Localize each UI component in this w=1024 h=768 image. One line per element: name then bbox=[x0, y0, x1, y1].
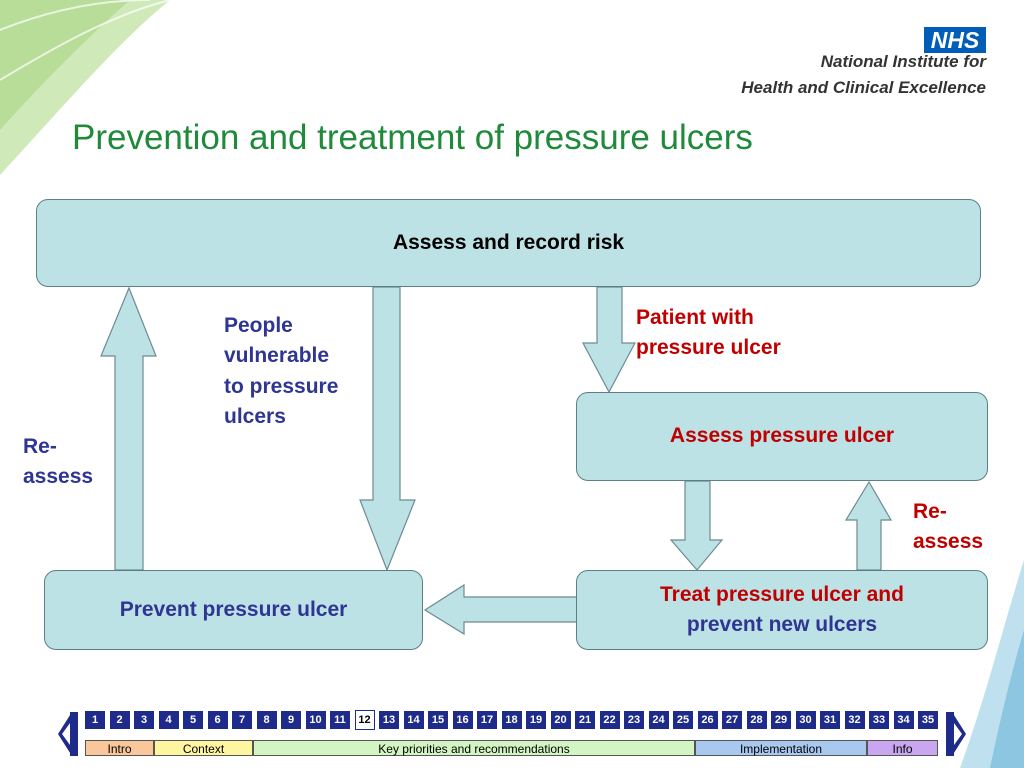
people-vulnerable-line1: People bbox=[224, 314, 293, 337]
page-button-10[interactable]: 10 bbox=[305, 711, 326, 729]
page-button-32[interactable]: 32 bbox=[844, 711, 865, 729]
section-intro[interactable]: Intro bbox=[85, 740, 154, 756]
page-button-30[interactable]: 30 bbox=[795, 711, 816, 729]
page-button-27[interactable]: 27 bbox=[722, 711, 742, 729]
page-button-34[interactable]: 34 bbox=[893, 711, 914, 729]
patient-with-line1: Patient with bbox=[636, 306, 754, 329]
page-button-31[interactable]: 31 bbox=[820, 711, 840, 729]
people-vulnerable-line3: to pressure bbox=[224, 374, 339, 398]
arrow-down-vulnerable bbox=[359, 286, 416, 572]
prevent-ulcer-box: Prevent pressure ulcer bbox=[44, 570, 423, 650]
reassess-right-label: Re- assess bbox=[913, 497, 983, 558]
page-button-26[interactable]: 26 bbox=[697, 711, 718, 729]
treat-ulcer-line2: prevent new ulcers bbox=[686, 613, 878, 636]
patient-with-ulcer-label: Patient with pressure ulcer bbox=[636, 303, 781, 364]
people-vulnerable-line4: ulcers bbox=[224, 405, 286, 429]
page-button-23[interactable]: 23 bbox=[624, 711, 644, 729]
page-button-7[interactable]: 7 bbox=[232, 711, 252, 729]
treat-ulcer-box: Treat pressure ulcer and prevent new ulc… bbox=[576, 570, 988, 650]
prevent-ulcer-label: Prevent pressure ulcer bbox=[119, 597, 348, 621]
page-button-33[interactable]: 33 bbox=[869, 711, 889, 729]
section-implementation[interactable]: Implementation bbox=[695, 740, 867, 756]
people-vulnerable-line2: vulnerable bbox=[224, 344, 330, 368]
page-button-21[interactable]: 21 bbox=[575, 711, 595, 729]
assess-ulcer-label: Assess pressure ulcer bbox=[669, 424, 895, 448]
arrow-up-left bbox=[100, 286, 157, 571]
reassess-right-line2: assess bbox=[913, 530, 984, 554]
page-button-5[interactable]: 5 bbox=[183, 711, 203, 729]
section-info[interactable]: Info bbox=[867, 740, 938, 756]
page-button-14[interactable]: 14 bbox=[403, 711, 424, 729]
people-vulnerable-label: People vulnerable to pressure ulcers bbox=[224, 311, 338, 433]
page-button-18[interactable]: 18 bbox=[501, 711, 522, 729]
page-button-28[interactable]: 28 bbox=[746, 711, 767, 729]
page-button-6[interactable]: 6 bbox=[207, 711, 228, 729]
assess-risk-label: Assess and record risk bbox=[392, 230, 625, 254]
page-button-4[interactable]: 4 bbox=[158, 711, 179, 729]
reassess-right-line1: Re- bbox=[913, 500, 947, 523]
chevron-right-icon[interactable] bbox=[944, 712, 966, 756]
org-name-line1: National Institute for bbox=[820, 52, 986, 71]
page-button-3[interactable]: 3 bbox=[134, 711, 154, 729]
page-button-19[interactable]: 19 bbox=[526, 711, 546, 729]
treat-ulcer-line1: Treat pressure ulcer and bbox=[660, 582, 904, 606]
page-button-15[interactable]: 15 bbox=[428, 711, 448, 729]
arrow-down-treat bbox=[669, 480, 724, 571]
chevron-left-icon[interactable] bbox=[58, 712, 80, 756]
page-button-13[interactable]: 13 bbox=[379, 711, 399, 729]
assess-ulcer-box: Assess pressure ulcer bbox=[576, 392, 988, 481]
arrow-up-right bbox=[844, 480, 893, 571]
section-key-priorities-and-recommendations[interactable]: Key priorities and recommendations bbox=[253, 740, 695, 756]
page-button-12[interactable]: 12 bbox=[354, 710, 375, 730]
page-button-24[interactable]: 24 bbox=[648, 711, 669, 729]
page-button-8[interactable]: 8 bbox=[256, 711, 277, 729]
arrow-left-prevent bbox=[423, 583, 578, 636]
page-button-9[interactable]: 9 bbox=[281, 711, 301, 729]
assess-risk-box: Assess and record risk bbox=[36, 199, 981, 287]
page-button-11[interactable]: 11 bbox=[330, 711, 350, 729]
page-button-17[interactable]: 17 bbox=[477, 711, 497, 729]
page-title: Prevention and treatment of pressure ulc… bbox=[72, 118, 753, 157]
section-context[interactable]: Context bbox=[154, 740, 253, 756]
page-button-16[interactable]: 16 bbox=[452, 711, 473, 729]
page-button-25[interactable]: 25 bbox=[673, 711, 693, 729]
page-button-1[interactable]: 1 bbox=[85, 711, 105, 729]
page-button-29[interactable]: 29 bbox=[771, 711, 791, 729]
reassess-left-line1: Re- bbox=[23, 435, 57, 458]
page-button-20[interactable]: 20 bbox=[550, 711, 571, 729]
arrow-down-patient bbox=[582, 286, 636, 394]
page-button-35[interactable]: 35 bbox=[918, 711, 938, 729]
nhs-logo: NHS bbox=[924, 27, 986, 53]
patient-with-line2: pressure ulcer bbox=[636, 336, 781, 360]
page-button-2[interactable]: 2 bbox=[109, 711, 130, 729]
reassess-left-line2: assess bbox=[23, 465, 94, 489]
reassess-left-label: Re- assess bbox=[23, 432, 93, 493]
page-button-22[interactable]: 22 bbox=[599, 711, 620, 729]
org-name-line2: Health and Clinical Excellence bbox=[741, 78, 986, 97]
